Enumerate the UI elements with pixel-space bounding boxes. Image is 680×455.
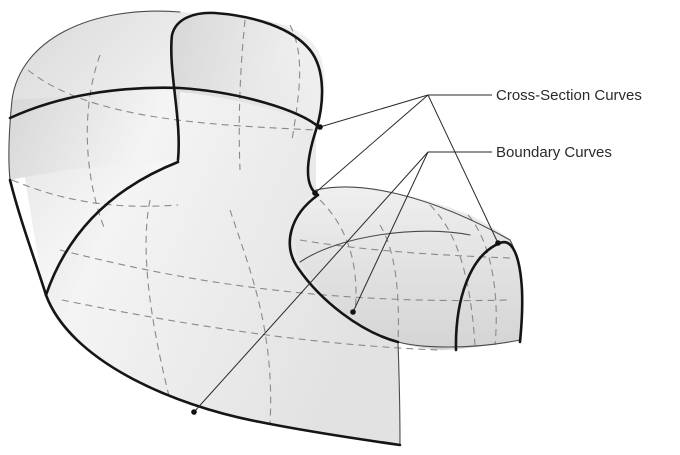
leader-dot <box>317 124 323 130</box>
leader-dot <box>495 240 501 246</box>
leader-dot <box>312 190 318 196</box>
boundary-curves-label: Boundary Curves <box>496 144 612 161</box>
leader-dot <box>191 409 197 415</box>
surface-body <box>9 11 522 445</box>
cross-section-curves-label: Cross-Section Curves <box>496 87 642 104</box>
leader-dot <box>350 309 356 315</box>
